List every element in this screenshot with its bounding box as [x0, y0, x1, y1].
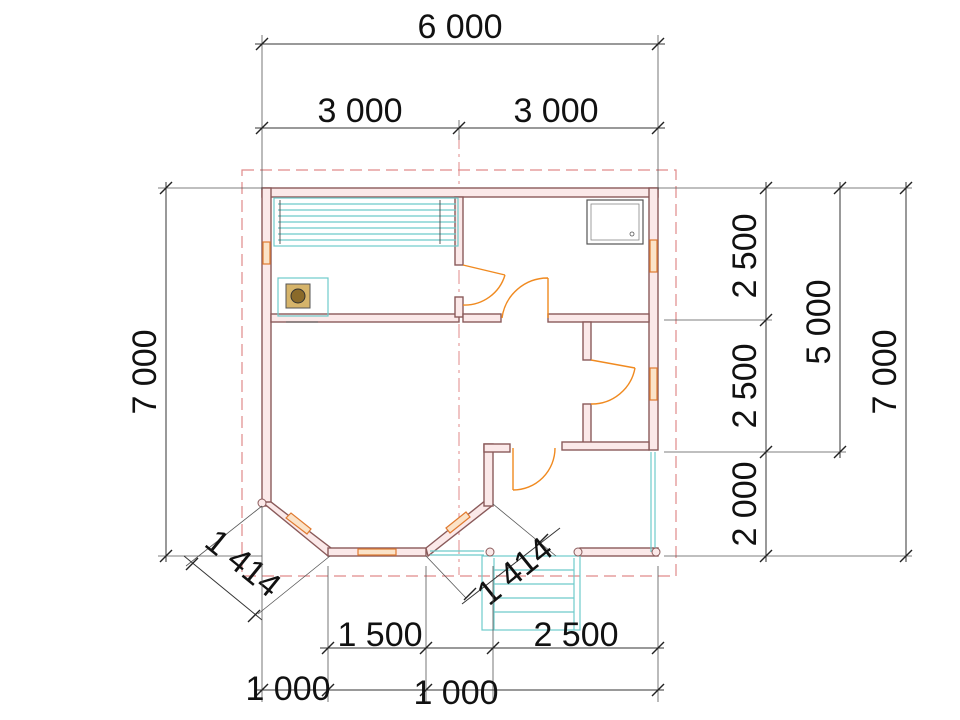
door-steam-room	[462, 264, 506, 306]
wall-partition-upper	[454, 196, 464, 266]
dim-top-right: 3 000	[513, 92, 598, 130]
wall-entry-top	[483, 443, 511, 453]
wall-right	[648, 187, 659, 451]
sauna-bench-icon	[273, 197, 459, 247]
dimension-bottom: 1 500 2 500 1 000 1 000	[245, 506, 665, 712]
dim-bottom-mid: 1 500	[337, 616, 422, 654]
dim-bottom-right: 2 500	[533, 616, 618, 654]
dim-diagonal-right: 1 414	[470, 530, 560, 613]
wall-left	[261, 187, 272, 507]
dim-bottom-center: 1 000	[413, 674, 498, 712]
dim-right-porch: 2 000	[726, 461, 764, 546]
dim-right-room-2: 2 500	[726, 343, 764, 428]
window-right-middle	[649, 367, 658, 401]
windows	[262, 239, 658, 556]
wall-steam-room	[270, 313, 460, 323]
window-diagonal-left	[285, 512, 312, 535]
door-closet	[590, 359, 636, 405]
doors	[462, 264, 636, 491]
dim-right-total: 7 000	[866, 329, 904, 414]
wall-top	[261, 187, 659, 198]
window-right-upper	[649, 239, 658, 273]
window-left	[262, 241, 271, 265]
window-bottom	[357, 548, 397, 556]
dimension-top: 6 000 3 000 3 000	[255, 8, 665, 190]
dimension-right: 2 500 2 500 2 000 5 000 7 000	[658, 181, 913, 563]
door-entry	[512, 447, 556, 491]
wall-closet-left-low	[582, 403, 592, 447]
porch-railing	[430, 452, 656, 556]
wall-diagonal-left	[260, 501, 332, 558]
dim-top-left: 3 000	[317, 92, 402, 130]
wall-closet-bottom	[561, 441, 650, 451]
wall-washroom-right	[547, 313, 650, 323]
dim-bottom-left: 1 000	[245, 670, 330, 708]
dim-top-total: 6 000	[417, 8, 502, 46]
dim-left-total: 7 000	[126, 329, 164, 414]
window-diagonal-right	[445, 511, 471, 534]
door-washroom	[501, 277, 549, 319]
fixtures	[257, 197, 661, 631]
dim-right-room-1: 2 500	[726, 213, 764, 298]
wall-entry	[483, 443, 494, 507]
shower-tray-icon	[586, 199, 644, 245]
dimension-diagonals: 1 414 1 414	[183, 503, 561, 623]
dim-diagonal-left: 1 414	[198, 522, 288, 605]
wall-closet-left	[582, 321, 592, 361]
wall-porch-bottom	[579, 547, 659, 557]
wall-washroom	[462, 313, 502, 323]
entry-steps-icon	[257, 498, 661, 631]
dim-right-mid: 5 000	[800, 279, 838, 364]
dimension-left: 7 000	[126, 181, 262, 563]
stove-icon	[277, 277, 329, 323]
wall-partition-stub	[454, 296, 464, 318]
